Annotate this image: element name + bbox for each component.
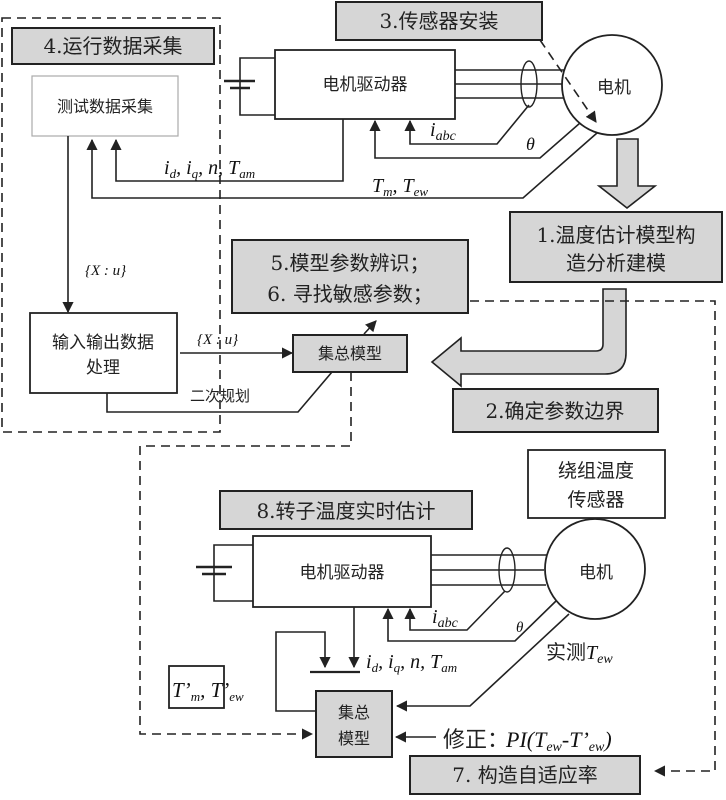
step2-box [452, 388, 659, 433]
estimate-feedback-loop [275, 631, 331, 712]
current-sensor-bottom [498, 547, 516, 593]
estimates-label: T’m, T’ew [172, 678, 244, 704]
step6-label: 6. 寻找敏感参数； [267, 282, 432, 306]
winding-sensor-label-line1: 绕组温度 [558, 460, 634, 482]
step7-box [409, 755, 641, 795]
modeling-down-arrow [596, 138, 658, 210]
lumped-model-bottom-line1: 集总 [338, 703, 370, 722]
estimates-box [168, 665, 225, 709]
motor-driver-bottom-label: 电机驱动器 [300, 563, 385, 583]
winding-temp-sensor-box [527, 449, 666, 519]
model-transfer-dashed-link [139, 372, 352, 740]
winding-sensor-label-line2: 传感器 [567, 489, 624, 511]
theta-bottom-label: θ [516, 620, 524, 636]
test-data-collection-label: 测试数据采集 [57, 97, 153, 116]
iabc-bottom-label: iabc [432, 606, 459, 631]
step2-label: 2.确定参数边界 [485, 399, 624, 423]
quadratic-programming-label: 二次规划 [190, 387, 250, 405]
lumped-model-top-label: 集总模型 [318, 344, 382, 363]
xu-label-1: {X : u} [85, 263, 126, 279]
step3-box [335, 1, 543, 41]
idq-n-tam-bottom-label: id, iq, n, Tam [366, 651, 457, 675]
parameter-bound-arrow [430, 288, 627, 388]
idq-n-tam-top-label: id, iq, n, Tam [164, 157, 255, 181]
lumped-model-top [292, 334, 408, 373]
motor-driver-bottom [252, 535, 432, 608]
test-data-collection-box [31, 75, 179, 137]
step5-label: 5.模型参数辨识； [270, 251, 429, 275]
theta-top-label: θ [526, 134, 535, 154]
io-processing-label-line2: 处理 [86, 358, 120, 378]
data-collection-region [1, 17, 221, 433]
motor-bottom [544, 518, 646, 620]
idq-n-tam-signal-top [110, 119, 344, 182]
motor-bottom-label: 电机 [579, 563, 613, 583]
theta-feedback-bottom [382, 600, 557, 642]
step1-label-line2: 造分析建模 [566, 251, 666, 275]
sensor-install-arrow [539, 39, 597, 123]
io-processing-label-line1: 输入输出数据 [52, 333, 154, 353]
step1-label-line1: 1.温度估计模型构 [536, 223, 695, 247]
motor-top-label: 电机 [597, 78, 631, 98]
xu-label-2: {X : u} [197, 332, 238, 348]
measured-tew-label: 实测Tew [546, 640, 613, 667]
iabc-feedback-bottom [404, 590, 506, 631]
tm-tew-top-label: Tm, Tew [372, 175, 428, 199]
step8-box [219, 490, 473, 530]
theta-feedback-top [369, 119, 581, 159]
motor-driver-top-label: 电机驱动器 [323, 75, 408, 95]
step1-box [509, 211, 723, 283]
step7-label: 7. 构造自适应率 [452, 763, 597, 787]
quadratic-programming-loop [106, 371, 333, 413]
step4-box [11, 27, 215, 65]
io-processing-box [29, 312, 178, 394]
pi-expression: PI(Tew-T’ew) [505, 727, 612, 755]
step5-6-box [231, 239, 469, 314]
tm-tew-signal-top [86, 132, 598, 199]
adaptive-rate-dashed-link [470, 300, 716, 777]
measured-tew-signal [395, 613, 570, 712]
motor-top [561, 34, 663, 136]
iabc-feedback-top [404, 104, 530, 145]
current-sensor-top [520, 60, 538, 108]
iabc-top-label: iabc [430, 119, 457, 144]
step8-label: 8.转子温度实时估计 [256, 499, 435, 523]
step4-label: 4.运行数据采集 [43, 34, 182, 58]
lumped-model-bottom [315, 690, 393, 758]
motor-driver-top [274, 49, 456, 120]
lumped-to-identification-arrow [363, 320, 377, 335]
battery-wire-top [239, 57, 275, 116]
lumped-model-bottom-line2: 模型 [338, 729, 370, 748]
correction-label: 修正： [443, 728, 509, 753]
step3-label: 3.传感器安装 [379, 9, 498, 33]
